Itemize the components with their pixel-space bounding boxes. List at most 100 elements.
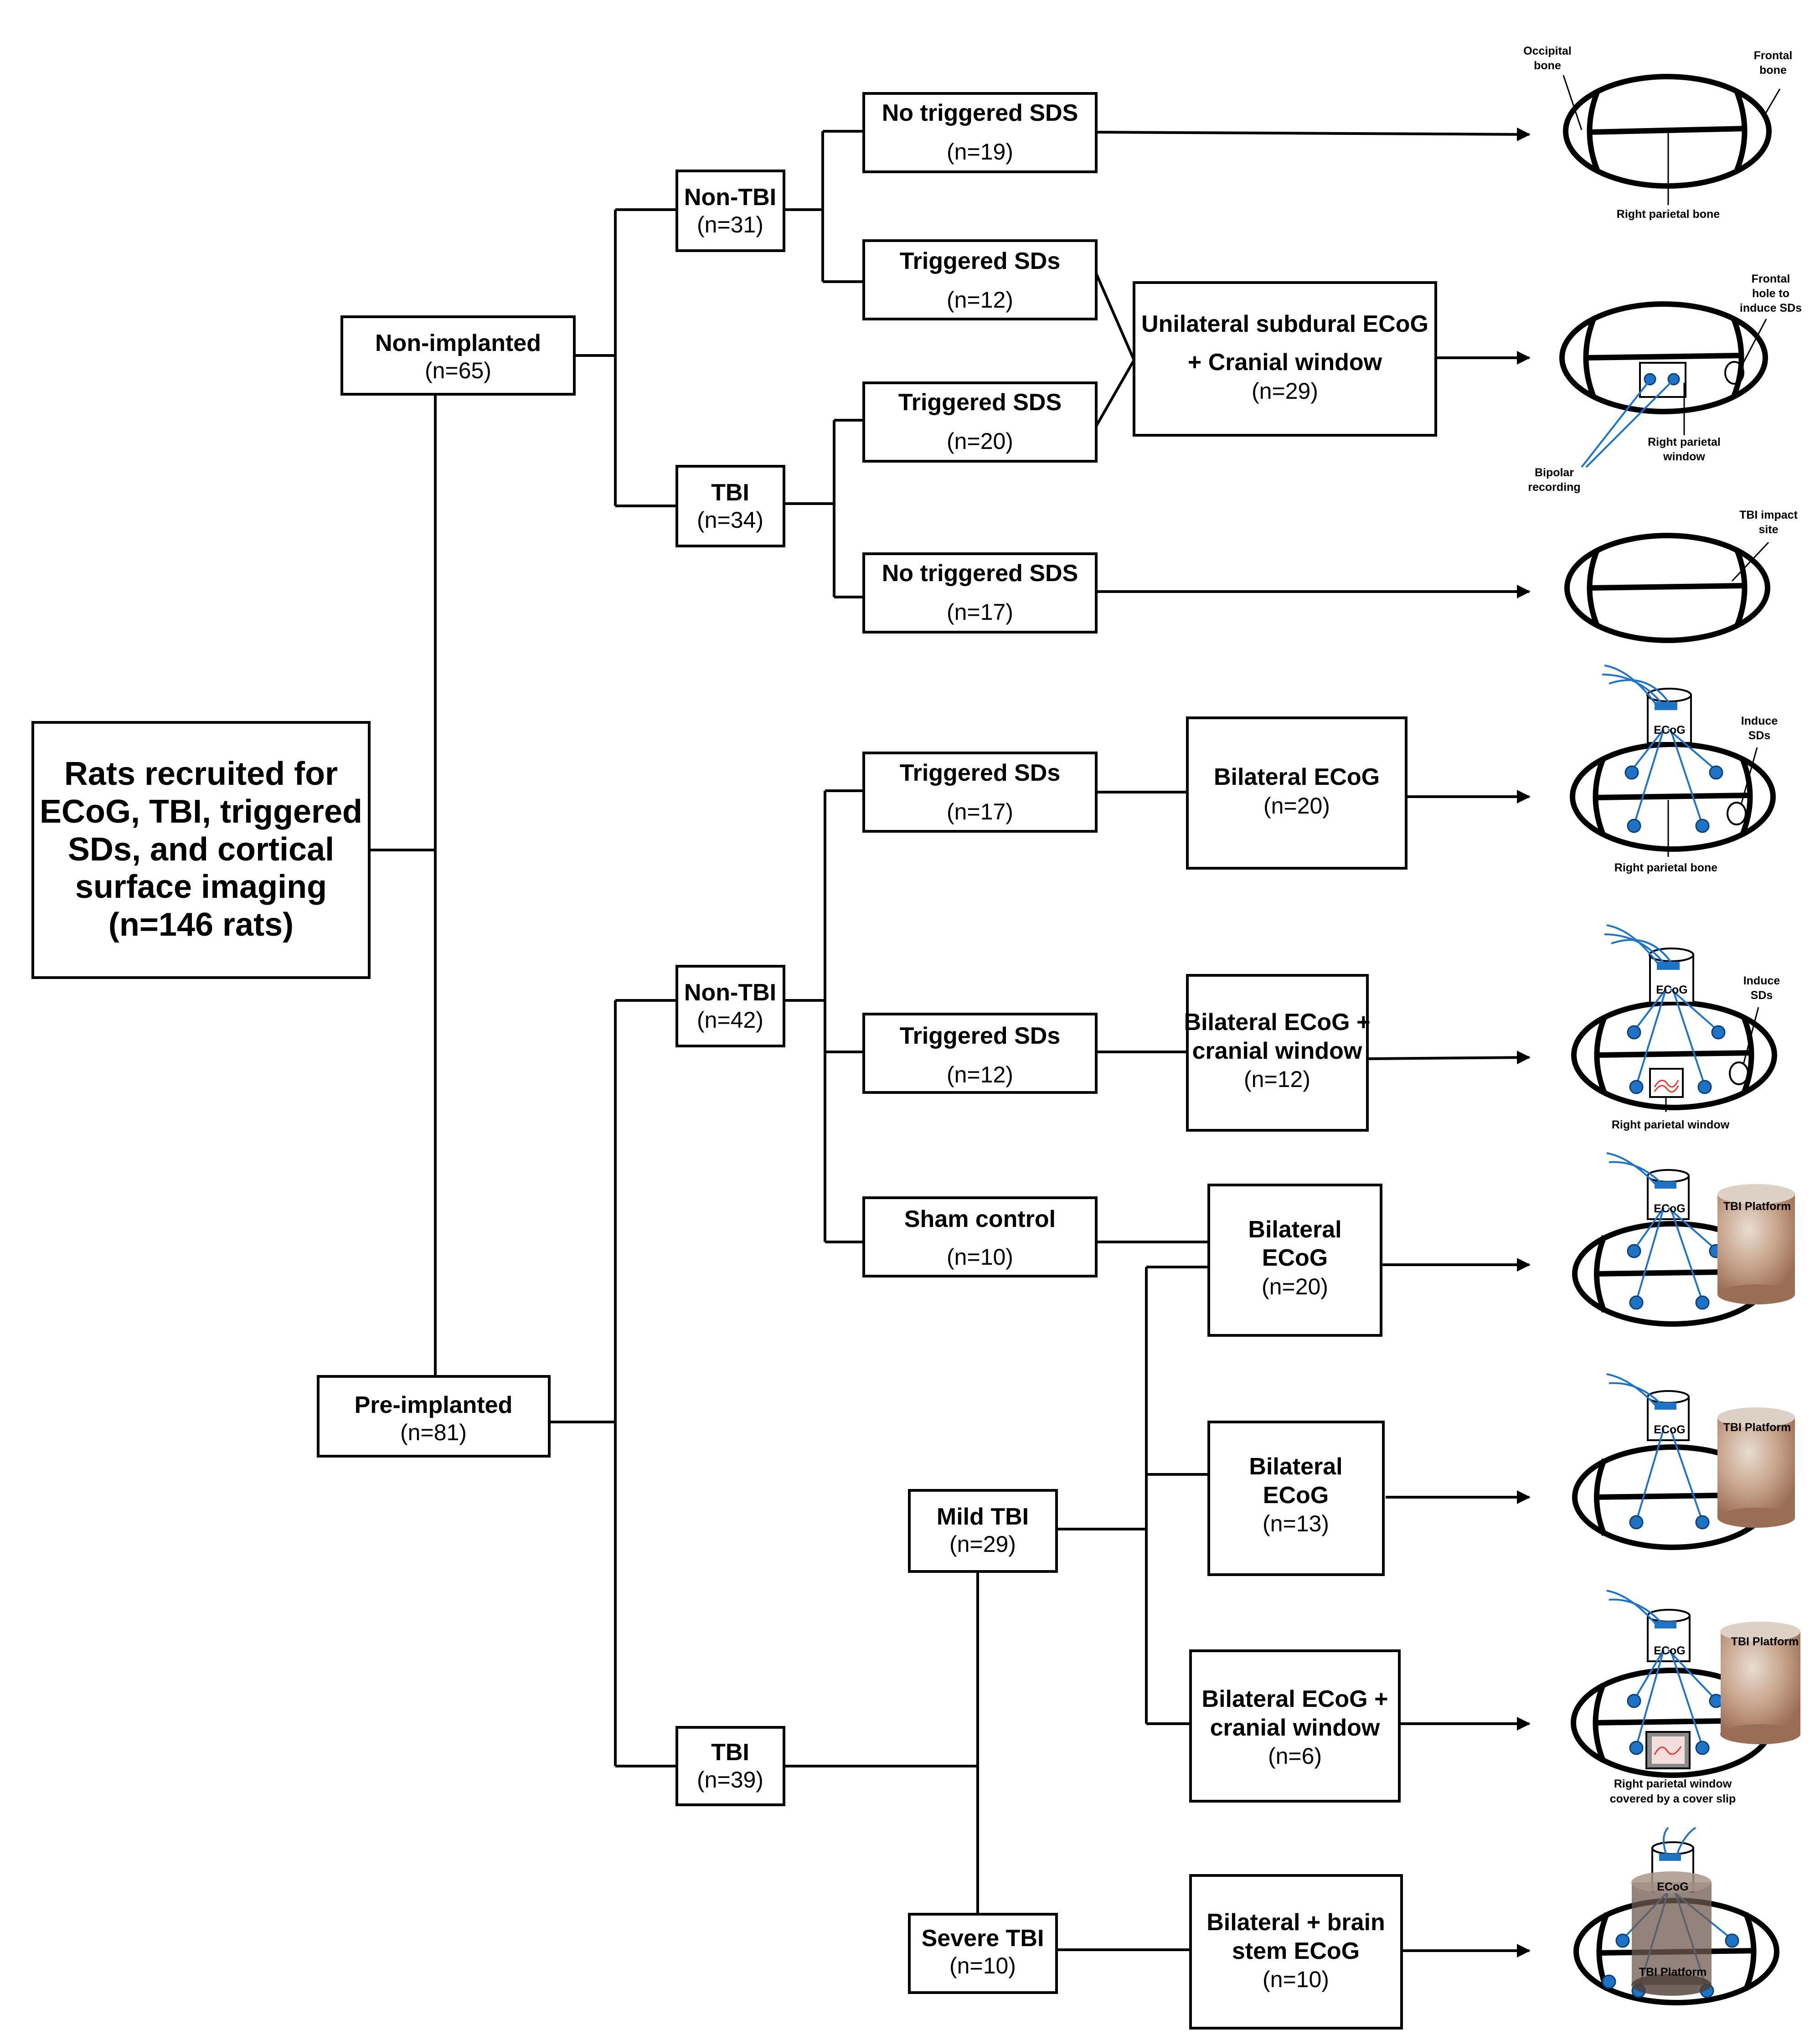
outcome-line-1: Bilateral ECoG [1214,764,1380,790]
skull-diagram-3: TBI impact site [1564,509,1798,643]
outcome-o1: Unilateral subdural ECoG + Cranial windo… [1133,281,1437,437]
group-label: TBI [711,479,749,506]
group-label: TBI [711,1739,749,1766]
condition-count: (n=19) [947,139,1013,165]
annotation-tbi-impact: TBI impact [1739,509,1798,521]
group-count: (n=81) [400,1420,467,1445]
skull-diagram-5: ECoG Induce SDs Right parietal window [1571,924,1780,1131]
root-line-2: ECoG, TBI, triggered [40,793,362,830]
condition-count: (n=17) [947,799,1013,824]
condition-count: (n=20) [947,428,1013,454]
annotation-bone: bone [1534,59,1561,72]
group-non-implanted: Non-implanted (n=65) [340,315,576,396]
group-count: (n=31) [697,212,763,237]
connector-lines [369,127,1531,1958]
annotation-tbi-platform: TBI Platform [1731,1635,1799,1648]
annotation-ecog: ECoG [1654,1644,1685,1657]
outcome-line-2: ECoG [1263,1482,1329,1509]
group-label: Non-implanted [375,330,541,356]
outcome-o7: Bilateral + brain stem ECoG (n=10) [1189,1874,1403,2030]
condition-count: (n=12) [947,287,1013,313]
annotation-right-parietal-bone: Right parietal bone [1614,861,1718,874]
outcome-count: (n=12) [1244,1066,1310,1092]
outcome-count: (n=29) [1252,378,1318,404]
skull-diagram-4: ECoG Induce SDs Right parietal bone [1570,665,1778,874]
annotation-window: window [1663,450,1705,463]
annotation-tbi-platform: TBI Platform [1639,1966,1707,1978]
group-mild-tbi: Mild TBI (n=29) [908,1489,1058,1573]
condition-c3: Triggered SDS (n=20) [862,381,1098,463]
annotation-frontal: Frontal [1754,49,1793,62]
group-severe-tbi: Severe TBI (n=10) [908,1913,1058,1994]
condition-label: No triggered SDS [882,560,1078,587]
outcome-o2: Bilateral ECoG (n=20) [1186,716,1408,870]
annotation-induce-sds: induce SDs [1740,302,1802,314]
group-count: (n=10) [949,1953,1016,1978]
condition-c2: Triggered SDs (n=12) [862,239,1098,320]
root-line-4: surface imaging [75,869,327,905]
group-label: Non-TBI [684,184,776,211]
outcome-line-2: cranial window [1210,1715,1380,1741]
outcome-line-1: Bilateral [1249,1453,1342,1480]
annotation-ecog: ECoG [1654,1202,1685,1215]
annotation-right-parietal-window: Right parietal window [1612,1118,1730,1131]
outcome-line-2: + Cranial window [1188,349,1382,376]
skull-diagram-8: ECoG TBI Platform Right parietal window … [1571,1590,1800,1805]
outcome-line-2: cranial window [1192,1038,1362,1064]
outcome-line-2: stem ECoG [1232,1938,1360,1964]
condition-label: Triggered SDs [900,1023,1061,1049]
root-count: (n=146 rats) [108,907,294,943]
skull-diagram-6: ECoG TBI Platform [1572,1152,1795,1327]
skull-diagram-9: ECoG TBI Platform [1573,1827,1779,2005]
group-count: (n=65) [425,358,491,383]
group-count: (n=42) [697,1007,763,1033]
tbi-platform-icon [1720,1622,1800,1744]
annotation-ecog: ECoG [1656,984,1687,996]
annotation-tbi-platform: TBI Platform [1723,1421,1791,1434]
outcome-line-1: Bilateral [1248,1216,1341,1243]
annotation-ecog: ECoG [1657,1880,1688,1893]
outcome-count: (n=20) [1263,793,1330,819]
group-count: (n=34) [697,507,763,533]
condition-label: No triggered SDS [882,100,1078,126]
root-box: Rats recruited for ECoG, TBI, triggered … [31,721,371,979]
annotation-tbi-platform: TBI Platform [1723,1200,1791,1213]
outcome-o6: Bilateral ECoG + cranial window (n=6) [1189,1649,1401,1803]
annotation-right-parietal-bone: Right parietal bone [1617,208,1720,221]
condition-c4: No triggered SDS (n=17) [862,552,1098,634]
condition-count: (n=10) [947,1244,1013,1270]
condition-label: Triggered SDs [900,760,1061,786]
annotation-cover-slip: covered by a cover slip [1610,1793,1736,1805]
group-ni-non-tbi: Non-TBI (n=31) [675,170,785,252]
annotation-ecog: ECoG [1654,724,1685,737]
annotation-bipolar: Bipolar [1535,466,1574,479]
group-pre-implanted: Pre-implanted (n=81) [317,1375,551,1458]
root-line-1: Rats recruited for [64,756,338,792]
annotation-occipital: Occipital [1523,45,1572,57]
outcome-line-1: Bilateral ECoG + [1184,1009,1371,1035]
outcome-o5: Bilateral ECoG (n=13) [1207,1421,1385,1576]
skull-diagram-1: Occipital bone Frontal bone Right pariet… [1523,45,1792,221]
annotation-site: site [1758,523,1778,536]
tbi-platform-icon [1717,1407,1795,1528]
skull-diagram-7: ECoG TBI Platform [1572,1373,1795,1550]
group-count: (n=39) [697,1767,763,1793]
group-count: (n=29) [949,1531,1016,1557]
condition-c6: Triggered SDs (n=12) [862,1013,1098,1094]
annotation-covered: Right parietal window [1614,1777,1732,1790]
tbi-platform-icon [1717,1184,1795,1304]
annotation-sds: SDs [1751,989,1773,1002]
skull-diagram-2: Frontal hole to induce SDs Right parieta… [1528,273,1802,494]
outcome-o4: Bilateral ECoG (n=20) [1207,1184,1382,1337]
condition-label: Triggered SDs [900,248,1061,274]
annotation-hole-to: hole to [1752,287,1789,300]
outcome-count: (n=13) [1263,1511,1329,1536]
outcome-count: (n=6) [1268,1743,1322,1769]
outcome-line-1: Unilateral subdural ECoG [1141,311,1428,337]
outcome-count: (n=20) [1262,1274,1328,1299]
outcome-line-1: Bilateral + brain [1206,1909,1385,1936]
annotation-induce: Induce [1743,974,1780,987]
annotation-sds: SDs [1748,729,1771,742]
condition-c7: Sham control (n=10) [862,1196,1098,1278]
